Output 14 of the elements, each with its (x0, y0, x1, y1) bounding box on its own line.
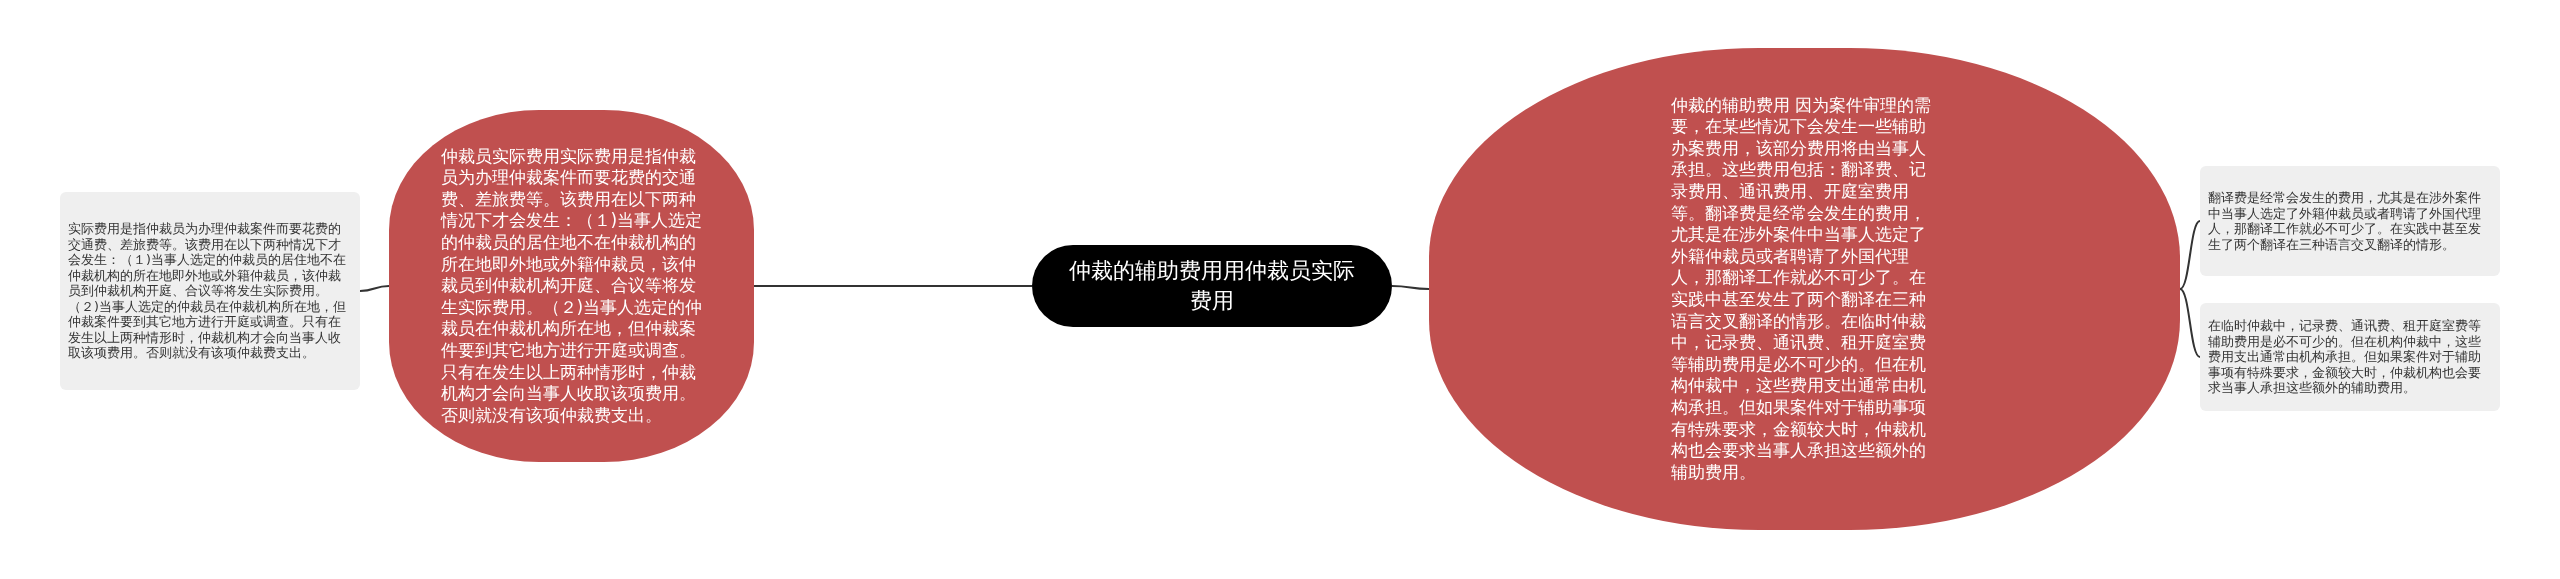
note-card (2200, 303, 2500, 411)
note-card (60, 192, 360, 390)
branch-text: 仲裁的辅助费用 因为案件审理的需要，在某些情况下会发生一些辅助办案费用，该部分费用将由当事人承担。这些费用包括：翻译费、记录费用、通讯费用、开庭室费用等。翻译费是经常会发生的费用，尤其是在涉外案件中当事人选定了外籍仲裁员或者聘请了外国代理人，那翻译工作就必不可少了。在实践中甚至发生了两个翻译在三种语言交叉翻译的情形。在临时仲裁中，记录费、通讯费、租开庭室费等辅助费用是必不可少的。但在机构仲裁中，这些费用支出通常由机构承担。但如果案件对于辅助事项有特殊要求，金额较大时，仲裁机构也会要求当事人承担这些额外的辅助费用。 (1670, 94, 1932, 484)
connector-line (2179, 288, 2201, 358)
branch-text: 仲裁员实际费用实际费用是指仲裁员为办理仲裁案件而要花费的交通费、差旅费等。该费用在以下两种情况下才会发生：（１)当事人选定的仲裁员的居住地不在仲裁机构的所在地即外地或外籍仲裁员，该仲裁员到仲裁机构开庭、合议等将发生实际费用。（２)当事人选定的仲裁员在仲裁机构所在地，但仲裁案件要到其它地方进行开庭或调查。只有在发生以上两种情形时，仲裁机构才会向当事人收取该项费用。否则就没有该项仲裁费支出。 (440, 145, 703, 427)
connector-line (1391, 285, 1430, 290)
topic-text: 仲裁的辅助费用用仲裁员实际费用 (1068, 257, 1356, 315)
note-text: 翻译费是经常会发生的费用，尤其是在涉外案件中当事人选定了外籍仲裁员或者聘请了外国代理人，那翻译工作就必不可少了。在实践中甚至发生了两个翻译在三种语言交叉翻译的情形。 (2208, 190, 2482, 252)
connector-line (753, 285, 1033, 287)
connector-line (2179, 220, 2201, 290)
note-text: 在临时仲裁中，记录费、通讯费、租开庭室费等辅助费用是必不可少的。但在机构仲裁中，这些费用支出通常由机构承担。但如果案件对于辅助事项有特殊要求，金额较大时，仲裁机构也会要求当事人承担这些额外的辅助费用。 (2208, 318, 2482, 396)
note-card (2200, 166, 2500, 276)
note-text: 实际费用是指仲裁员为办理仲裁案件而要花费的交通费、差旅费等。该费用在以下两种情况下才会发生：（１)当事人选定的仲裁员的居住地不在仲裁机构的所在地即外地或外籍仲裁员，该仲裁员到仲裁机构开庭、合议等将发生实际费用。（２)当事人选定的仲裁员在仲裁机构所在地，但仲裁案件要到其它地方进行开庭或调查。只有在发生以上两种情形时，仲裁机构才会向当事人收取该项费用。否则就没有该项仲裁费支出。 (68, 221, 347, 361)
connector-line (359, 285, 390, 292)
